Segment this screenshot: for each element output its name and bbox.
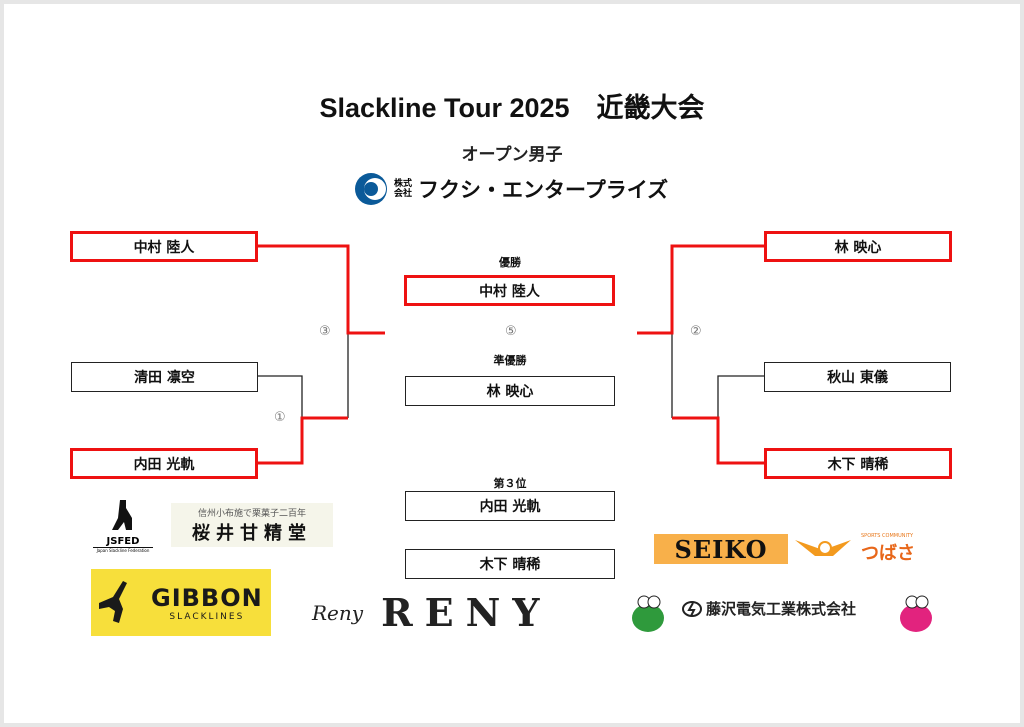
jsfed-text: JSFED [93, 536, 153, 548]
jsfed-logo: JSFED Japan Slackline Federation [93, 498, 153, 554]
match-number-5: ⑤ [505, 324, 517, 339]
green-mascot-icon [626, 594, 670, 640]
champion-label: 優勝 [499, 256, 521, 269]
runner-up-box: 林 映心 [405, 376, 615, 406]
category-title: オープン男子 [461, 145, 563, 165]
third-box-1: 内田 光軌 [405, 491, 615, 521]
sakurai-name: 桜井甘精堂 [192, 523, 312, 544]
fujisawa-text: 藤沢電気工業株式会社 [706, 600, 857, 618]
fukushi-logo-icon [355, 173, 387, 205]
tsubasa-tagline: SPORTS COMMUNITY [861, 533, 914, 539]
sponsor-prefix: 株式 会社 [394, 179, 413, 199]
jsfed-subtext: Japan Slackline Federation [96, 548, 150, 553]
slackliner-figure-icon [112, 500, 132, 530]
seiko-text: SEIKO [674, 534, 768, 564]
champion-box: 中村 陸人 [404, 275, 615, 306]
tsubasa-logo: SPORTS COMMUNITY つばさ [793, 533, 915, 565]
sponsor-name: フクシ・エンタープライズ [418, 178, 669, 202]
gibbon-subtext: SLACKLINES [169, 611, 245, 622]
main-sponsor-logo: 株式 会社 フクシ・エンタープライズ [354, 172, 668, 206]
player-right-3: 木下 晴稀 [764, 448, 952, 479]
pink-mascot-icon [894, 594, 938, 640]
tsubasa-text: つばさ [861, 543, 915, 564]
reny-script: Reny [312, 600, 364, 625]
sakurai-tagline: 信州小布施で栗菓子二百年 [197, 509, 306, 519]
runner-up-label: 準優勝 [493, 354, 527, 367]
seiko-logo: SEIKO [654, 534, 788, 564]
player-right-2: 秋山 東儀 [764, 362, 951, 392]
match-number-1: ① [274, 410, 286, 425]
gibbon-logo: GIBBON SLACKLINES [91, 569, 271, 636]
fujisawa-logo: 藤沢電気工業株式会社 [682, 598, 856, 619]
match-number-3: ③ [319, 324, 331, 339]
player-left-2: 清田 凛空 [71, 362, 258, 392]
wings-icon [795, 540, 851, 556]
third-label: 第３位 [493, 477, 527, 490]
sakurai-logo: 信州小布施で栗菓子二百年 桜井甘精堂 [171, 503, 333, 547]
reny-logo: Reny RENY [312, 590, 551, 635]
player-left-1: 中村 陸人 [70, 231, 258, 262]
fujisawa-mark-icon [682, 600, 702, 617]
gibbon-monkey-icon [99, 580, 127, 623]
player-right-1: 林 映心 [764, 231, 952, 262]
player-left-3: 内田 光軌 [70, 448, 258, 479]
match-number-2: ② [690, 324, 702, 339]
reny-text: RENY [381, 590, 552, 635]
gibbon-text: GIBBON [151, 583, 263, 612]
page-title: Slackline Tour 2025 近畿大会 [319, 93, 705, 123]
third-box-2: 木下 晴稀 [405, 549, 615, 579]
